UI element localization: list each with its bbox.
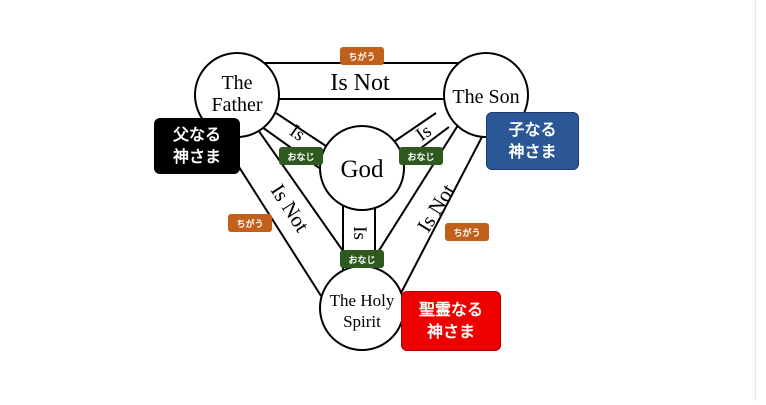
box-father: 父なる 神さま bbox=[154, 118, 240, 174]
tag-diff-right: ちがう bbox=[445, 223, 489, 241]
node-father-label-1: The bbox=[221, 72, 252, 94]
box-son: 子なる 神さま bbox=[486, 112, 579, 170]
box-father-line-1: 父なる bbox=[172, 125, 221, 144]
right-edge-divider bbox=[755, 0, 756, 401]
box-spirit-line-2: 神さま bbox=[426, 322, 475, 341]
tag-diff-left: ちがう bbox=[228, 214, 272, 232]
edge-father-god-label: Is bbox=[285, 121, 308, 146]
edge-son-god-label: Is bbox=[412, 121, 435, 146]
edge-son-spirit-line-b bbox=[367, 121, 461, 269]
node-son-label: The Son bbox=[452, 86, 519, 108]
node-spirit-label-2: Spirit bbox=[343, 312, 381, 331]
node-father-label-2: Father bbox=[211, 94, 262, 116]
node-god bbox=[319, 125, 405, 211]
tag-diff-top: ちがう bbox=[340, 47, 384, 65]
box-spirit-line-1: 聖霊なる bbox=[418, 300, 483, 319]
box-spirit: 聖霊なる 神さま bbox=[401, 291, 501, 351]
tag-same-right: おなじ bbox=[399, 147, 443, 165]
box-son-line-2: 神さま bbox=[508, 142, 557, 161]
tag-same-left: おなじ bbox=[279, 147, 323, 165]
edge-son-god-line-a bbox=[391, 112, 437, 144]
edge-spirit-god-label: Is bbox=[349, 226, 370, 240]
box-father-line-2: 神さま bbox=[172, 147, 221, 166]
edge-father-god-line-a bbox=[275, 112, 336, 153]
tag-same-bottom: おなじ bbox=[340, 250, 384, 268]
box-son-line-1: 子なる bbox=[508, 120, 557, 139]
edge-father-spirit-label: Is Not bbox=[266, 180, 314, 237]
node-spirit-label-1: The Holy bbox=[330, 291, 395, 310]
edge-son-spirit-line-a bbox=[386, 105, 499, 321]
node-god-label: God bbox=[340, 156, 384, 183]
edge-father-son-label: Is Not bbox=[330, 70, 390, 96]
edge-father-spirit-line-b bbox=[248, 116, 358, 272]
